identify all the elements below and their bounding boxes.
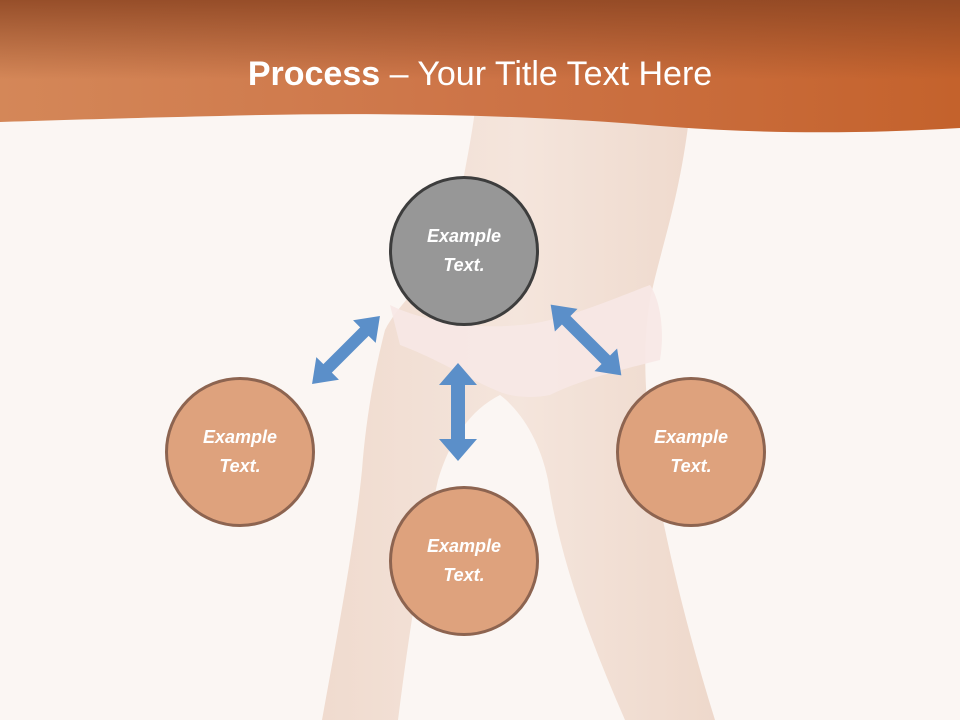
slide-title: Process – Your Title Text Here <box>0 52 960 96</box>
left-circle: Example Text. <box>165 377 315 527</box>
title-separator: – <box>380 55 418 93</box>
bottom-circle-text: Example Text. <box>426 536 502 585</box>
center-circle-text: Example Text. <box>426 226 502 275</box>
title-rest: Your Title Text Here <box>417 55 713 93</box>
arrow-center-left <box>312 316 380 384</box>
title-strong: Process <box>247 55 381 93</box>
arrow-center-bottom <box>439 363 477 461</box>
right-circle-text: Example Text. <box>653 427 729 476</box>
right-circle: Example Text. <box>616 377 766 527</box>
arrow-center-right <box>550 304 622 376</box>
bottom-circle: Example Text. <box>389 486 539 636</box>
left-circle-text: Example Text. <box>202 427 278 476</box>
center-circle: Example Text. <box>389 176 539 326</box>
